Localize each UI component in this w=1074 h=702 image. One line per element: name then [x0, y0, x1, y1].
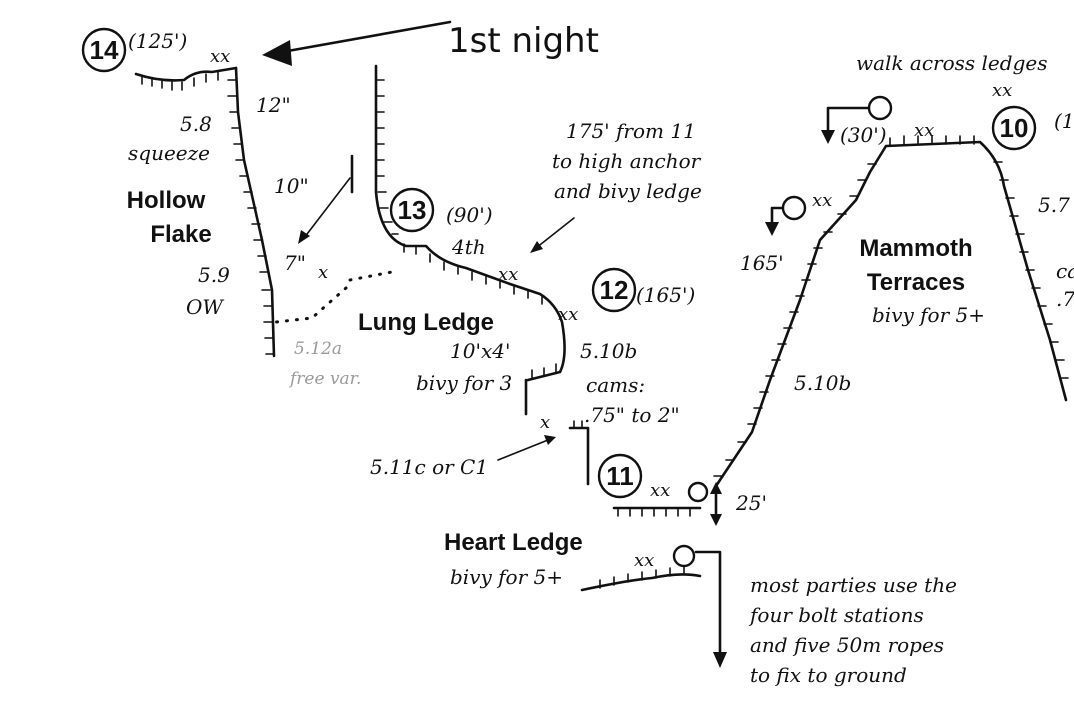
lung-ledge-label: Lung Ledge — [358, 309, 494, 336]
pitch-14-top-ledge — [134, 66, 238, 82]
heart-ledge-bolt — [672, 544, 696, 568]
heart-ledge-ticks — [599, 565, 685, 589]
free-var-x: x — [318, 262, 328, 283]
pointer-7-inch — [303, 177, 351, 239]
anchor-xx-13: xx — [498, 264, 518, 285]
cut-text-7: .7 — [1056, 287, 1074, 311]
lung-ledge-bottom-ticks — [531, 363, 557, 379]
heart-ledge-label: Heart Ledge — [444, 529, 583, 556]
ow-label: OW — [186, 295, 224, 319]
pitch-12-circle: 12 — [591, 267, 637, 313]
pitch-13-number: 13 — [398, 195, 427, 225]
mammoth-bivy: bivy for 5+ — [872, 303, 985, 327]
crux-ticks — [573, 420, 583, 429]
note-line-4: to fix to ground — [750, 663, 907, 687]
pitch-14-number: 14 — [90, 35, 119, 65]
pitch-13-circle: 13 — [389, 187, 435, 233]
hollow-label-2: Flake — [150, 221, 211, 248]
pitch-11-number: 11 — [606, 461, 634, 491]
mammoth-label-2: Terraces — [867, 269, 965, 296]
crux-grade: 5.11c or C1 — [370, 455, 488, 479]
anchor-note-arrow — [535, 217, 575, 249]
pitch-10-number: 10 — [1000, 113, 1029, 143]
note-line-2: four bolt stations — [748, 603, 924, 627]
line-165 — [770, 206, 784, 230]
crux-corner — [568, 426, 590, 486]
walk-across-label: walk across ledges — [856, 51, 1047, 75]
grade-5-7: 5.7 — [1038, 193, 1070, 217]
mammoth-label-1: Mammoth — [859, 235, 972, 262]
anchor-xx-14: xx — [210, 46, 230, 67]
hollow-flake-ticks — [227, 79, 275, 355]
pitch-10-length-cut: (1 — [1054, 109, 1074, 133]
walk-bolt — [867, 95, 893, 121]
lung-ledge-bivy: bivy for 3 — [416, 371, 512, 395]
pitch-12-number: 12 — [600, 275, 629, 305]
pitch-14-circle: 14 — [81, 27, 127, 73]
note-line-1: most parties use the — [750, 573, 957, 597]
crux-x: x — [540, 412, 550, 433]
note-line-3: and five 50m ropes — [750, 633, 944, 657]
grade-5-8: 5.8 — [180, 112, 212, 136]
pitch-10-circle: 10 — [991, 105, 1037, 151]
anchor-note-2: to high anchor — [552, 149, 702, 173]
first-night-arrow-head — [262, 40, 292, 66]
pitch-14-length: (125') — [128, 29, 187, 53]
cams-label: cams: — [586, 373, 645, 397]
anchor-xx-heart: xx — [634, 550, 654, 571]
pitch-14-top-ticks — [141, 71, 219, 91]
anchor-xx-11: xx — [650, 480, 670, 501]
lung-ledge-outline — [374, 64, 566, 382]
crack-size-7: 7" — [284, 251, 306, 275]
anchor-note-3: and bivy ledge — [554, 179, 702, 203]
hollow-flake-line — [234, 66, 276, 358]
pitch-11-ledge-ticks — [617, 507, 691, 517]
fix-to-ground-arrowhead — [713, 652, 727, 668]
heart-ledge-line — [580, 573, 702, 592]
cams-sizes: .75" to 2" — [584, 403, 680, 427]
pitch-13-length: (90') — [446, 203, 493, 227]
free-var-label: free var. — [288, 369, 361, 389]
heart-ledge-bivy: bivy for 5+ — [450, 565, 563, 589]
grade-5-10b-a: 5.10b — [580, 339, 637, 363]
mammoth-outline — [714, 140, 1068, 488]
walk-line — [826, 106, 870, 138]
crack-size-10: 10" — [274, 174, 309, 198]
squeeze-label: squeeze — [128, 141, 210, 165]
free-var-dots-side — [274, 286, 348, 324]
first-night-arrow-line — [280, 20, 452, 54]
free-var-dots-top — [348, 270, 394, 282]
pitch-11-circle: 11 — [597, 453, 643, 499]
cut-text-ca: ca — [1056, 259, 1074, 283]
drop-25-label: 25' — [735, 491, 767, 515]
grade-5-9: 5.9 — [198, 263, 230, 287]
lung-ledge-ticks — [375, 79, 543, 305]
grade-5-10b-b: 5.10b — [794, 371, 851, 395]
fix-to-ground-line — [694, 550, 722, 662]
lung-ledge-size: 10'x4' — [450, 339, 510, 363]
crack-size-12: 12" — [256, 93, 291, 117]
first-night-label: 1st night — [448, 21, 599, 61]
crux-arrow — [497, 439, 549, 461]
pitch-12-length: (165') — [636, 283, 695, 307]
distance-165: 165' — [740, 251, 784, 275]
pitch-11-bolt — [687, 481, 709, 503]
pitch-13-fourth: 4th — [451, 235, 486, 259]
hollow-label-1: Hollow — [127, 187, 206, 214]
walk-distance: (30') — [840, 123, 887, 147]
anchor-note-1: 175' from 11 — [566, 119, 696, 143]
anchor-xx-10: xx — [914, 120, 934, 141]
anchor-xx-walk: xx — [992, 80, 1012, 101]
anchor-xx-12: xx — [558, 304, 578, 325]
anchor-xx-165: xx — [812, 190, 832, 211]
free-var-grade: 5.12a — [294, 339, 342, 359]
mammoth-ticks — [713, 135, 1069, 477]
bolt-165 — [781, 195, 807, 221]
